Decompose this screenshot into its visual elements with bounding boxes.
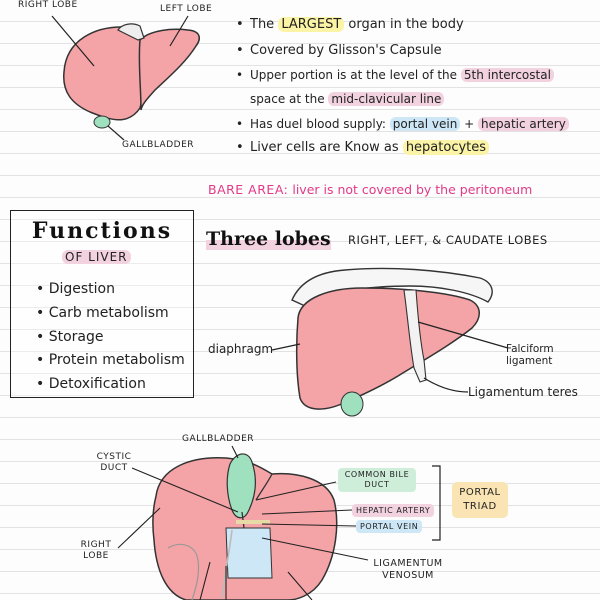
label-ligamentum-teres: Ligamentum teres: [468, 385, 578, 399]
bare-area-line: BARE AREA: liver is not covered by the p…: [208, 182, 533, 197]
function-item: • Storage: [36, 329, 104, 345]
falciform-ligament-shape: [403, 289, 427, 383]
label-portal-triad: PORTAL TRIAD: [452, 482, 508, 518]
liver-main-shape: [295, 287, 480, 410]
function-item: • Digestion: [36, 281, 115, 297]
label-falciform: Falciform ligament: [506, 343, 554, 367]
label-right-lobe-bottom: RIGHT LOBE: [80, 540, 112, 561]
liver-diagram-top: [51, 15, 201, 141]
functions-title: Functions: [31, 218, 173, 244]
label-common-bile-duct: COMMON BILE DUCT: [338, 468, 416, 492]
portal-triad-bracket: [432, 465, 441, 541]
liver-ligament: [117, 23, 145, 41]
three-lobes-title: Three lobes: [206, 228, 331, 250]
label-left-lobe: LEFT LOBE: [160, 4, 213, 14]
functions-box: [10, 210, 194, 398]
gallbladder-bottom-shape: [226, 453, 257, 519]
label-gallbladder-bottom: GALLBLADDER: [182, 434, 255, 444]
caudate-region: [225, 527, 273, 579]
gallbladder-middle-shape: [340, 391, 364, 417]
label-hepatic-artery: HEPATIC ARTERY: [352, 504, 435, 517]
fact-3: •Upper portion is at the level of the 5t…: [236, 68, 554, 82]
label-right-lobe: RIGHT LOBE: [18, 0, 78, 10]
function-item: • Detoxification: [36, 376, 146, 392]
functions-subtitle: OF LIVER: [62, 250, 131, 264]
gallbladder-shape: [93, 115, 111, 129]
fact-6: •Liver cells are Know as hepatocytes: [236, 140, 490, 155]
liver-diagram-middle: [271, 267, 509, 417]
label-diaphragm: diaphragm: [208, 342, 274, 356]
function-item: • Carb metabolism: [36, 305, 169, 321]
diaphragm-band: [291, 267, 493, 307]
label-ligamentum-venosum: LIGAMENTUM VENOSUM: [373, 558, 443, 581]
fact-5: •Has duel blood supply: portal vein + he…: [236, 117, 569, 131]
liver-diagram-bottom: [117, 445, 441, 600]
fact-1: •The LARGEST organ in the body: [236, 17, 464, 32]
three-lobes-text: RIGHT, LEFT, & CAUDATE LOBES: [348, 233, 548, 247]
fact-4: space at the mid-clavicular line: [250, 92, 445, 106]
label-gallbladder-top: GALLBLADDER: [122, 140, 195, 150]
liver-left-lobe: [138, 28, 201, 111]
label-cystic-duct: CYSTIC DUCT: [96, 452, 132, 473]
liver-right-lobe: [63, 26, 144, 121]
label-portal-vein: PORTAL VEIN: [356, 520, 423, 533]
function-item: • Protein metabolism: [36, 352, 185, 368]
fact-2: •Covered by Glisson's Capsule: [236, 43, 442, 58]
